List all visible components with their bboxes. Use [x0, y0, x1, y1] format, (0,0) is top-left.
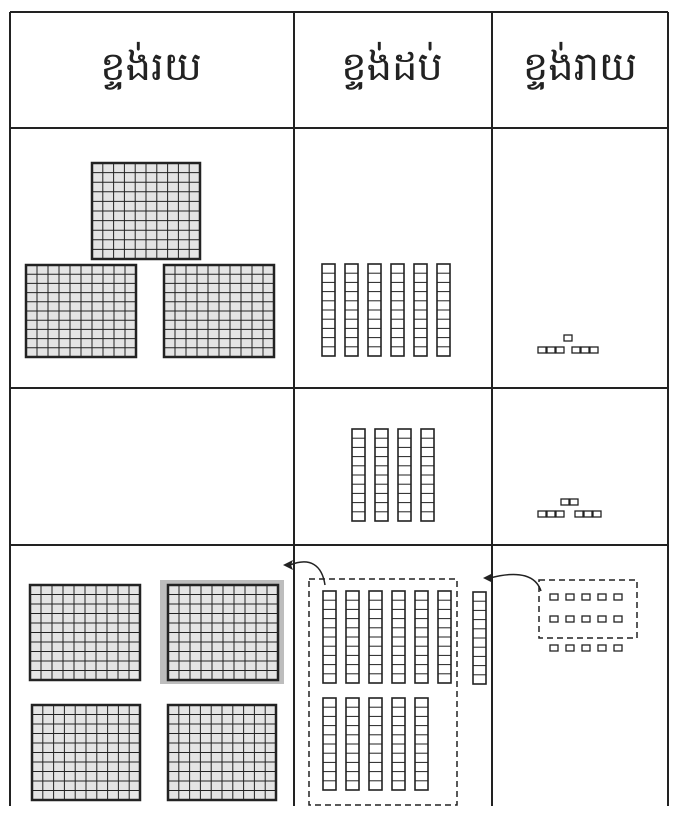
one-cube: [566, 594, 574, 600]
ten-rod: [421, 429, 434, 521]
one-cube: [547, 511, 555, 517]
one-cube: [564, 335, 572, 341]
ten-rod: [368, 264, 381, 356]
ten-rod: [369, 698, 382, 790]
one-cube: [582, 645, 590, 651]
ten-rod: [415, 591, 428, 683]
ten-rod: [398, 429, 411, 521]
one-cube: [614, 645, 622, 651]
one-cube: [614, 594, 622, 600]
regroup-arrow-tens: [283, 560, 325, 585]
hundred-flat: [92, 163, 200, 259]
ten-rod: [369, 591, 382, 683]
one-cube: [550, 616, 558, 622]
ten-rod: [375, 429, 388, 521]
one-cube: [556, 511, 564, 517]
ten-rod: [346, 591, 359, 683]
one-cube: [575, 511, 583, 517]
one-cube: [584, 511, 592, 517]
hundred-flat: [168, 585, 278, 680]
ten-rod: [323, 591, 336, 683]
ten-rod: [437, 264, 450, 356]
one-cube: [582, 616, 590, 622]
one-cube: [593, 511, 601, 517]
ten-rod: [391, 264, 404, 356]
one-cube: [570, 499, 578, 505]
one-cube: [598, 645, 606, 651]
regroup-box-ones: [539, 580, 637, 638]
ten-rod: [345, 264, 358, 356]
ten-rod: [323, 698, 336, 790]
one-cube: [598, 594, 606, 600]
one-cube: [556, 347, 564, 353]
one-cube: [566, 616, 574, 622]
ten-rod: [392, 698, 405, 790]
one-cube: [572, 347, 580, 353]
one-cube: [538, 347, 546, 353]
one-cube: [550, 645, 558, 651]
one-cube: [566, 645, 574, 651]
ten-rod: [392, 591, 405, 683]
one-cube: [582, 594, 590, 600]
hundred-flat: [32, 705, 140, 800]
hundred-flat: [30, 585, 140, 680]
ten-rod: [414, 264, 427, 356]
one-cube: [581, 347, 589, 353]
ten-rod: [352, 429, 365, 521]
one-cube: [538, 511, 546, 517]
ten-rod: [473, 592, 486, 684]
one-cube: [614, 616, 622, 622]
hundred-flat: [26, 265, 136, 357]
hundred-flat: [168, 705, 276, 800]
one-cube: [547, 347, 555, 353]
one-cube: [561, 499, 569, 505]
hundred-flat: [164, 265, 274, 357]
ten-rod: [322, 264, 335, 356]
ten-rod: [438, 591, 451, 683]
ten-rod: [346, 698, 359, 790]
one-cube: [590, 347, 598, 353]
one-cube: [550, 594, 558, 600]
one-cube: [598, 616, 606, 622]
ten-rod: [415, 698, 428, 790]
